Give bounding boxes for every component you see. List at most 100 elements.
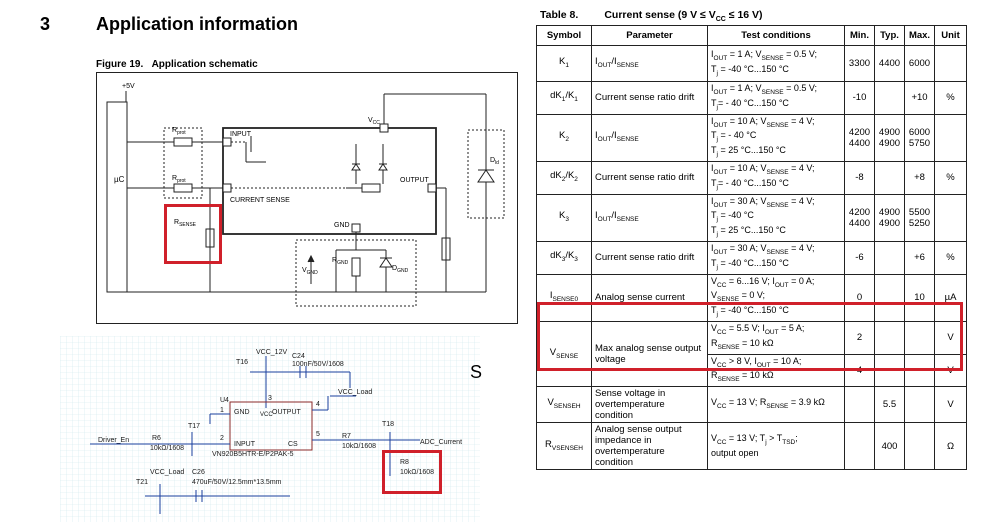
- parameter-cell: Analog sense output impedance in overtem…: [591, 422, 708, 471]
- adc-current-label: ADC_Current: [420, 439, 462, 446]
- c26-label: C26: [192, 469, 205, 476]
- table-caption: Table 8.Current sense (9 V ≤ VCC ≤ 16 V): [540, 9, 763, 24]
- output-label: OUTPUT: [400, 177, 430, 184]
- col-header: Min.: [844, 25, 875, 46]
- uc-block: [106, 101, 128, 293]
- max-cell: +10: [904, 81, 935, 115]
- eda-schematic: VCC_12V C24 100nF/50V/1608 T16 VCC_Load …: [60, 336, 480, 522]
- symbol-cell: RVSENSEH: [536, 422, 592, 471]
- r7-value: 10kΩ/1608: [342, 443, 376, 450]
- symbol-cell: K3: [536, 193, 592, 242]
- u4-input-pin: INPUT: [234, 441, 256, 448]
- max-cell: +6: [904, 240, 935, 275]
- symbol-cell: VSENSE: [536, 320, 592, 388]
- max-cell: [904, 320, 935, 355]
- t21-label: T21: [136, 479, 148, 486]
- rsense-label: RSENSE: [174, 219, 197, 228]
- symbol-cell: VSENSEH: [536, 386, 592, 424]
- vcc12-label: VCC_12V: [256, 349, 287, 356]
- typ-cell: [874, 160, 905, 195]
- min-cell: -6: [844, 240, 875, 275]
- symbol-cell: K1: [536, 45, 592, 82]
- symbol-cell: ISENSE0: [536, 273, 592, 322]
- section-title: Application information: [96, 14, 298, 34]
- rgnd-label: RGND: [332, 257, 349, 266]
- col-header: Parameter: [591, 25, 708, 46]
- pin4-label: 4: [316, 401, 320, 408]
- conditions-cell: IOUT = 10 A; VSENSE = 4 V;Tj= - 40 °C...…: [707, 160, 845, 195]
- max-cell: [904, 422, 935, 471]
- conditions-cell: VCC = 13 V; Tj > TTSD;output open: [707, 422, 845, 471]
- col-header: Max.: [904, 25, 935, 46]
- r8-label: R8: [400, 459, 409, 466]
- u4-vcc-pin: VCC: [260, 412, 273, 418]
- pin3-label: 3: [268, 395, 272, 402]
- symbol-cell: dK1/K1: [536, 81, 592, 115]
- parameter-cell: Max analog sense output voltage: [591, 320, 708, 388]
- driver-en-label: Driver_En: [98, 437, 129, 444]
- pin5-label: 5: [316, 431, 320, 438]
- col-header: Typ.: [874, 25, 905, 46]
- truncated-text: S: [470, 362, 483, 382]
- parameter-cell: Current sense ratio drift: [591, 240, 708, 275]
- symbol-cell: dK3/K3: [536, 240, 592, 275]
- part-number: VN920B5HTR-E/P2PAK-5: [212, 451, 294, 458]
- min-cell: -8: [844, 160, 875, 195]
- input-label: INPUT: [230, 131, 252, 138]
- rprot2-label: Rprot: [172, 175, 186, 184]
- dgnd-label: DGND: [392, 265, 409, 274]
- t17-label: T17: [188, 423, 200, 430]
- unit-cell: [934, 113, 967, 162]
- col-header: Test conditions: [707, 25, 845, 46]
- r8-highlight: [382, 450, 442, 494]
- c24-label: C24: [292, 353, 305, 360]
- t18-label: T18: [382, 421, 394, 428]
- typ-cell: [874, 240, 905, 275]
- u4-label: U4: [220, 397, 229, 404]
- typ-cell: [874, 81, 905, 115]
- conditions-cell: IOUT = 1 A; VSENSE = 0.5 V;Tj = -40 °C..…: [707, 45, 845, 82]
- parameter-cell: Sense voltage in overtemperature conditi…: [591, 386, 708, 424]
- min-cell: 3300: [844, 45, 875, 82]
- typ-cell: 400: [874, 422, 905, 471]
- min-cell: [844, 386, 875, 424]
- col-header: Unit: [934, 25, 967, 46]
- col-header: Symbol: [536, 25, 592, 46]
- figure-frame: [96, 72, 518, 324]
- parameter-cell: IOUT/ISENSE: [591, 113, 708, 162]
- vcc-label: VCC: [368, 117, 380, 126]
- pin1-label: 1: [220, 407, 224, 414]
- gnd-label: GND: [334, 222, 350, 229]
- t16-label: T16: [236, 359, 248, 366]
- c26-value: 470uF/50V/12.5mm*13.5mm: [192, 479, 282, 486]
- u4-cs-pin: CS: [288, 441, 298, 448]
- unit-cell: V: [934, 386, 967, 424]
- unit-cell: %: [934, 160, 967, 195]
- parameter-cell: Current sense ratio drift: [591, 160, 708, 195]
- typ-cell: 5.5: [874, 386, 905, 424]
- vsense-highlight: [537, 302, 963, 371]
- dld-label: Dld: [490, 157, 499, 166]
- section-number: 3: [40, 14, 51, 34]
- unit-cell: [934, 45, 967, 82]
- conditions-cell: VCC = 6...16 V; IOUT = 0 A;VSENSE = 0 V;…: [707, 273, 845, 322]
- r6-value: 10kΩ/1608: [150, 445, 184, 452]
- r8-value: 10kΩ/1608: [400, 469, 434, 476]
